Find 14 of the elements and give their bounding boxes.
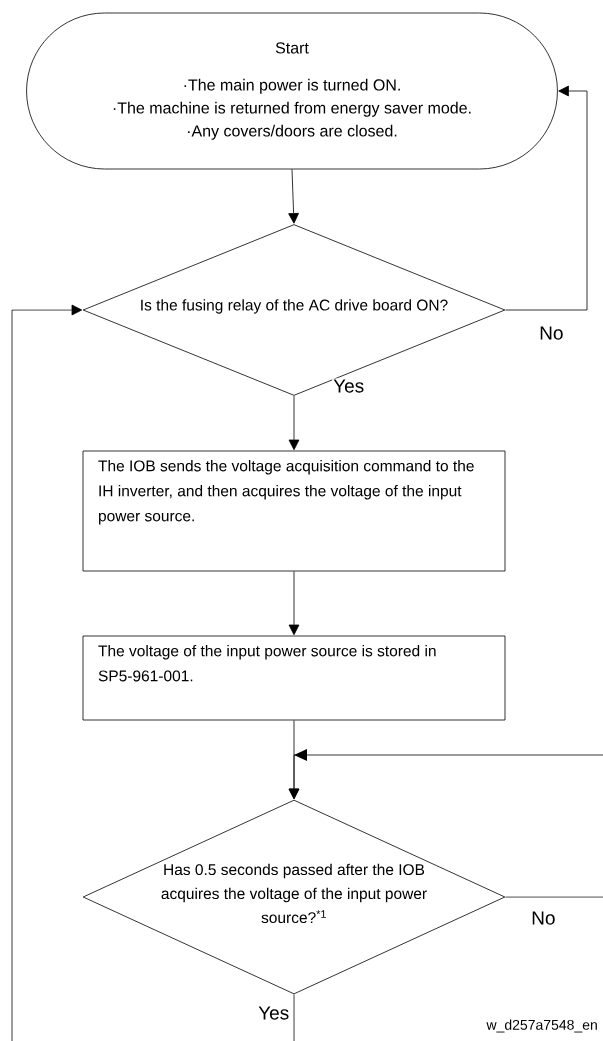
arrow <box>288 395 300 451</box>
edge-label: Yes <box>332 378 366 394</box>
process-box: The IOB sends the voltage acquisition command to the IH inverter, and then acquires the voltage of the input power source. <box>82 450 506 572</box>
arrow <box>505 85 588 311</box>
edge-label: Yes <box>257 1005 291 1021</box>
arrow <box>288 169 299 224</box>
process-box: The voltage of the input power source is stored in SP5-961-001. <box>82 635 506 721</box>
arrow <box>11 304 83 1041</box>
arrow <box>288 749 603 800</box>
arrow <box>288 571 300 636</box>
edge-label: No <box>530 910 557 926</box>
edge-label: No <box>538 325 565 341</box>
terminal-box: Start ·The main power is turned ON. ·The machine is returned from energy saver mode. ·Any covers/doors are closed. <box>26 12 558 170</box>
figure-code: w_d257a7548_en <box>486 1019 597 1033</box>
